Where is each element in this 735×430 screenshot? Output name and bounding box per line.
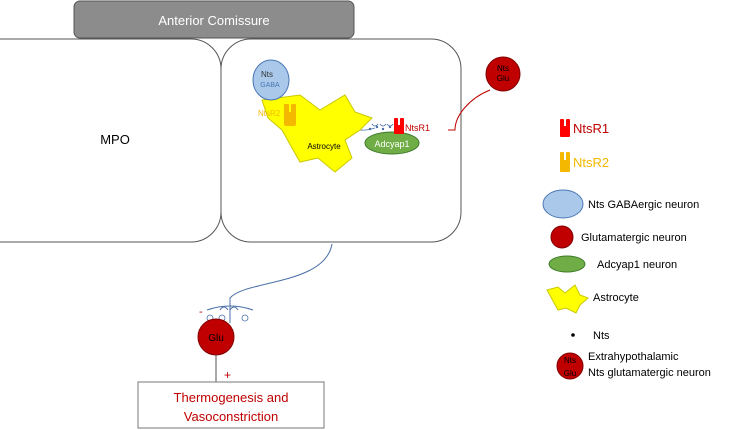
legend-glut-neuron-label: Glutamatergic neuron	[581, 232, 687, 244]
nts-gaba-label-2: GABA	[260, 82, 280, 89]
legend-astrocyte-icon	[546, 284, 589, 314]
adcyap1-label: Adcyap1	[374, 139, 409, 149]
output-line-2: Vasoconstriction	[184, 409, 278, 424]
adcyap1-neuron: Adcyap1	[364, 131, 420, 155]
nts-glu-label-2: Glu	[497, 74, 509, 83]
astrocyte-label: Astrocyte	[307, 142, 341, 151]
plus-sign: +	[224, 368, 231, 382]
legend-nts-dot-icon	[571, 333, 575, 337]
legend: NtsR1 NtsR2 Nts GABAergic neuron Glutama…	[542, 119, 711, 380]
legend-extra-icon: Nts Glu	[556, 352, 584, 380]
legend-gaba-neuron-icon	[542, 189, 584, 219]
legend-astrocyte-label: Astrocyte	[593, 292, 639, 304]
legend-gaba-neuron-label: Nts GABAergic neuron	[588, 199, 699, 211]
output-line-1: Thermogenesis and	[174, 390, 289, 405]
nts-gaba-neuron: Nts GABA	[252, 59, 290, 101]
legend-ntsr1-icon	[560, 119, 570, 137]
legend-ntsr2-label: NtsR2	[573, 155, 609, 170]
legend-extra-label-1: Extrahypothalamic	[588, 351, 679, 363]
ntsr1-receptor	[394, 118, 404, 134]
projection-axon	[229, 243, 333, 318]
thermogenesis-box: Thermogenesis and Vasoconstriction	[137, 381, 325, 429]
mpo-region: MPO	[0, 38, 222, 243]
minus-sign: -	[199, 306, 203, 318]
legend-nts-label: Nts	[593, 330, 610, 342]
ntsr2-label: NtsR2	[258, 109, 281, 118]
nts-release-dots	[368, 123, 394, 131]
legend-ntsr1-label: NtsR1	[573, 121, 609, 136]
nts-glu-neuron: Nts Glu	[485, 56, 521, 92]
legend-extra-label-2: Nts glutamatergic neuron	[588, 367, 711, 379]
nts-glu-label-1: Nts	[497, 64, 509, 73]
glu-neuron: Glu	[197, 318, 235, 356]
glu-synapse	[206, 305, 254, 323]
legend-extra-icon-label-2: Glu	[564, 369, 576, 378]
legend-extra-icon-label-1: Nts	[564, 356, 576, 365]
extrahypothalamic-axon	[448, 89, 491, 131]
ntsr1-label: NtsR1	[405, 123, 430, 133]
legend-ntsr2-icon	[560, 152, 570, 172]
nts-gaba-label-1: Nts	[261, 70, 273, 79]
ntsr2-receptor	[284, 104, 296, 126]
anterior-commissure-label: Anterior Comissure	[158, 13, 269, 28]
anterior-commissure-bar: Anterior Comissure	[73, 0, 355, 39]
legend-glut-neuron-icon	[550, 225, 574, 249]
mpo-label: MPO	[100, 132, 130, 147]
legend-adcyap1-label: Adcyap1 neuron	[597, 259, 677, 271]
legend-adcyap1-icon	[548, 255, 586, 273]
glu-label: Glu	[208, 333, 224, 344]
